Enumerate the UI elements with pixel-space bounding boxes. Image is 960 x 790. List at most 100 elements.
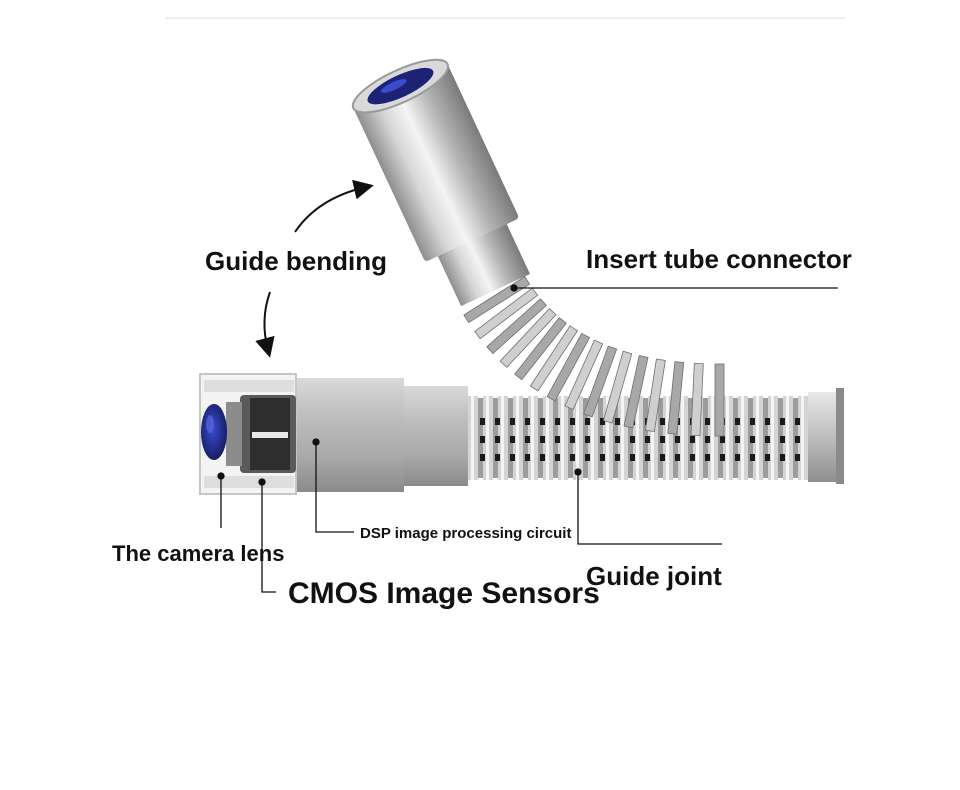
joint-slot — [480, 436, 485, 443]
bend-ring — [690, 362, 704, 437]
bend-ring — [564, 339, 604, 411]
joint-slot — [585, 436, 590, 443]
joint-slot — [780, 436, 785, 443]
joint-slot — [540, 454, 545, 461]
joint-ring-highlight — [681, 396, 684, 480]
joint-slot — [795, 454, 800, 461]
joint-slot — [660, 454, 665, 461]
joint-ring-highlight — [621, 396, 624, 480]
joint-slot — [555, 454, 560, 461]
joint-slot — [765, 418, 770, 425]
joint-slot — [570, 418, 575, 425]
joint-slot — [540, 418, 545, 425]
joint-slot — [780, 418, 785, 425]
joint-slot — [735, 418, 740, 425]
joint-ring-highlight — [741, 396, 744, 480]
joint-slot — [735, 436, 740, 443]
joint-ring-highlight — [531, 396, 534, 480]
joint-slot — [750, 436, 755, 443]
joint-slot — [600, 454, 605, 461]
joint-slot — [540, 436, 545, 443]
bend-ring — [546, 332, 591, 402]
joint-ring-highlight — [711, 396, 714, 480]
joint-slot — [795, 418, 800, 425]
joint-slot — [675, 436, 680, 443]
joint-ring-highlight — [486, 396, 489, 480]
joint-slot — [585, 418, 590, 425]
joint-ring-highlight — [471, 396, 474, 480]
label-camera-lens: The camera lens — [112, 541, 284, 566]
bend-ring — [714, 363, 725, 437]
camera-housing — [292, 378, 404, 492]
bend-ring — [529, 325, 579, 392]
tube-tail — [808, 392, 840, 482]
joint-slot — [600, 436, 605, 443]
joint-ring-highlight — [651, 396, 654, 480]
joint-ring-highlight — [591, 396, 594, 480]
joint-slot — [510, 454, 515, 461]
bend-arrow-up — [294, 179, 374, 233]
camera-lens-glass — [201, 404, 227, 460]
bending-section-rings — [463, 276, 725, 437]
bend-ring — [583, 345, 618, 418]
leader-lines — [217, 284, 838, 593]
joint-slot — [510, 418, 515, 425]
joint-slot — [480, 418, 485, 425]
label-insert-tube-connector: Insert tube connector — [586, 244, 852, 274]
joint-slot — [615, 418, 620, 425]
joint-ring-highlight — [726, 396, 729, 480]
joint-slot — [705, 454, 710, 461]
label-dsp-circuit: DSP image processing circuit — [360, 525, 571, 542]
bend-ring — [514, 317, 567, 381]
joint-slot — [495, 454, 500, 461]
joint-slot — [765, 454, 770, 461]
joint-slot — [720, 454, 725, 461]
bend-ring — [474, 287, 539, 340]
joint-slot — [630, 436, 635, 443]
joint-ring-highlight — [786, 396, 789, 480]
joint-slot — [750, 418, 755, 425]
joint-slot — [555, 418, 560, 425]
joint-slot — [720, 436, 725, 443]
collar — [402, 386, 468, 486]
joint-slot — [645, 436, 650, 443]
label-guide-joint: Guide joint — [586, 561, 722, 591]
joint-slot — [735, 454, 740, 461]
joint-slot — [660, 436, 665, 443]
joint-slot — [765, 436, 770, 443]
joint-slot — [690, 454, 695, 461]
joint-slot — [750, 454, 755, 461]
joint-slot — [795, 436, 800, 443]
joint-slot — [480, 454, 485, 461]
label-cmos-sensors: CMOS Image Sensors — [288, 577, 600, 610]
connector-cylinder — [354, 65, 519, 261]
joint-ring-highlight — [561, 396, 564, 480]
joint-slot — [495, 418, 500, 425]
tube-tail-cap — [836, 388, 844, 484]
bend-ring — [499, 308, 557, 368]
joint-slot — [705, 436, 710, 443]
joint-slot — [705, 418, 710, 425]
bend-ring — [602, 350, 633, 424]
joint-slot — [495, 436, 500, 443]
joint-ring-highlight — [546, 396, 549, 480]
joint-ring-highlight — [501, 396, 504, 480]
joint-slot — [600, 418, 605, 425]
joint-slot — [570, 436, 575, 443]
label-guide-bending: Guide bending — [205, 246, 387, 276]
joint-slot — [615, 436, 620, 443]
joint-ring-highlight — [801, 396, 804, 480]
joint-slot — [615, 454, 620, 461]
joint-ring-highlight — [666, 396, 669, 480]
joint-ring-highlight — [576, 396, 579, 480]
joint-slot — [660, 418, 665, 425]
joint-slot — [570, 454, 575, 461]
joint-ring-highlight — [606, 396, 609, 480]
joint-slot — [525, 454, 530, 461]
joint-ring-highlight — [516, 396, 519, 480]
joint-slot — [645, 454, 650, 461]
joint-slot — [780, 454, 785, 461]
joint-slot — [555, 436, 560, 443]
joint-slot — [510, 436, 515, 443]
